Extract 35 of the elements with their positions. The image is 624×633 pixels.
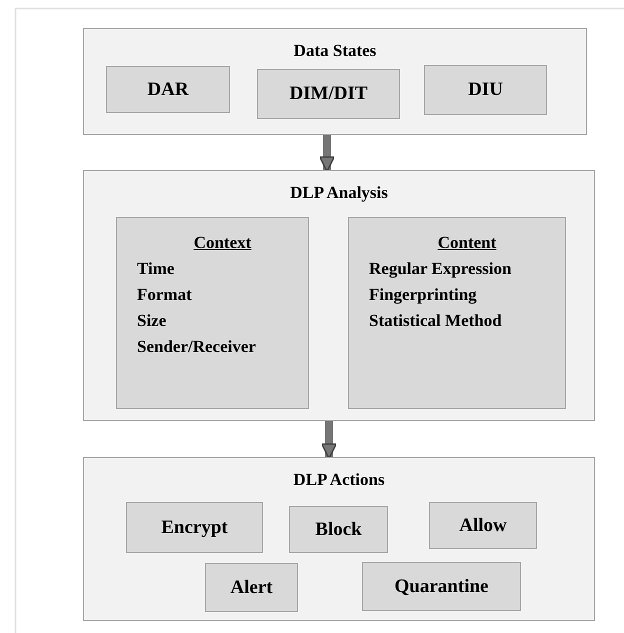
item-box: [424, 65, 547, 115]
item-box: [257, 69, 400, 119]
group-title: DLP Actions: [292, 470, 386, 490]
list-item: Time: [137, 258, 176, 280]
item-box: [205, 563, 298, 612]
item-label: DIM/DIT: [289, 83, 368, 105]
list-item: Fingerprinting: [369, 284, 478, 306]
item-label: DAR: [147, 78, 189, 100]
item-label: Encrypt: [161, 516, 228, 538]
group-title: Data States: [292, 41, 378, 61]
category-heading: Content: [436, 232, 498, 254]
list-item: Regular Expression: [369, 258, 512, 280]
group-title: DLP Analysis: [289, 183, 389, 203]
arrow: [319, 135, 335, 172]
category-heading: Context: [192, 232, 252, 254]
list-item: Size: [137, 310, 168, 332]
item-box: [126, 502, 263, 553]
item-label: Alert: [230, 576, 273, 598]
item-box: [106, 66, 230, 113]
group-panel: [83, 28, 587, 135]
category-box: [348, 217, 566, 409]
list-item: Sender/Receiver: [137, 336, 257, 358]
group-panel: [83, 457, 595, 621]
item-label: Quarantine: [394, 576, 488, 598]
item-label: Allow: [459, 514, 507, 536]
item-label: DIU: [468, 79, 503, 101]
arrow: [321, 421, 337, 460]
category-box: [116, 217, 309, 409]
item-box: [429, 502, 537, 549]
item-box: [289, 506, 388, 553]
group-panel: [83, 170, 595, 421]
item-box: [362, 562, 521, 611]
item-label: Block: [315, 518, 362, 540]
list-item: Format: [137, 284, 193, 306]
list-item: Statistical Method: [369, 310, 503, 332]
